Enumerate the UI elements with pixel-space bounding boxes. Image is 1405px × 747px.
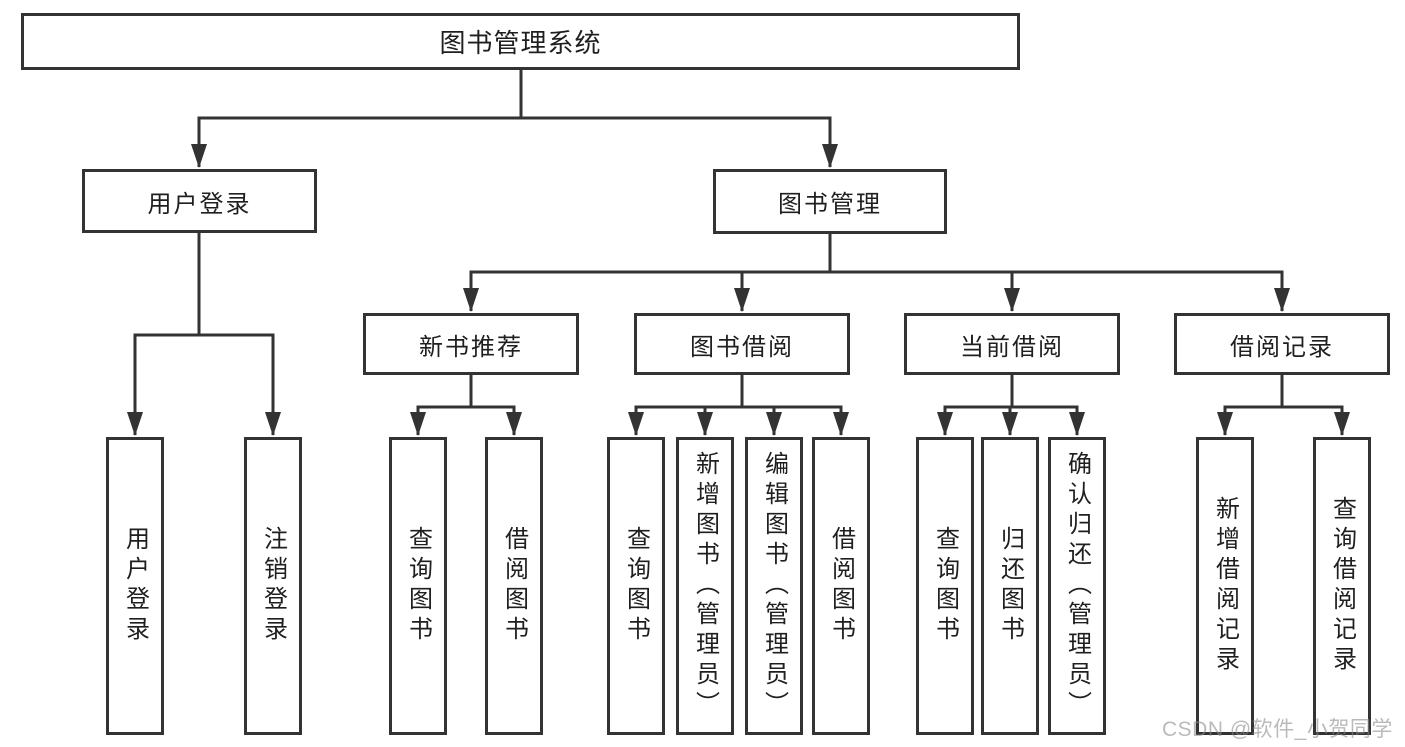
leaf-edit-book-admin: 编辑图书（管理员） bbox=[745, 437, 803, 735]
node-user-login: 用户登录 bbox=[82, 169, 317, 233]
leaf-add-borrowing-record: 新增借阅记录 bbox=[1196, 437, 1254, 735]
leaf-add-book-admin: 新增图书（管理员） bbox=[676, 437, 734, 735]
leaf-borrow-books: 借阅图书 bbox=[812, 437, 870, 735]
node-book-borrowing: 图书借阅 bbox=[634, 313, 850, 375]
leaf-confirm-return-admin: 确认归还（管理员） bbox=[1048, 437, 1106, 735]
leaf-query-borrowing-record: 查询借阅记录 bbox=[1313, 437, 1371, 735]
node-borrowing-records: 借阅记录 bbox=[1174, 313, 1390, 375]
leaf-logout: 注销登录 bbox=[244, 437, 302, 735]
leaf-query-books-recommendation: 查询图书 bbox=[389, 437, 447, 735]
leaf-query-books-borrowing: 查询图书 bbox=[607, 437, 665, 735]
leaf-return-book: 归还图书 bbox=[981, 437, 1039, 735]
leaf-user-login: 用户登录 bbox=[106, 437, 164, 735]
node-current-borrowing: 当前借阅 bbox=[904, 313, 1120, 375]
node-book-management: 图书管理 bbox=[713, 169, 947, 234]
node-new-book-recommendation: 新书推荐 bbox=[363, 313, 579, 375]
csdn-watermark: CSDN @软件_小贺同学 bbox=[1162, 718, 1393, 741]
node-library-management-system: 图书管理系统 bbox=[21, 13, 1020, 70]
leaf-query-books-current: 查询图书 bbox=[916, 437, 974, 735]
leaf-borrow-books-recommendation: 借阅图书 bbox=[485, 437, 543, 735]
